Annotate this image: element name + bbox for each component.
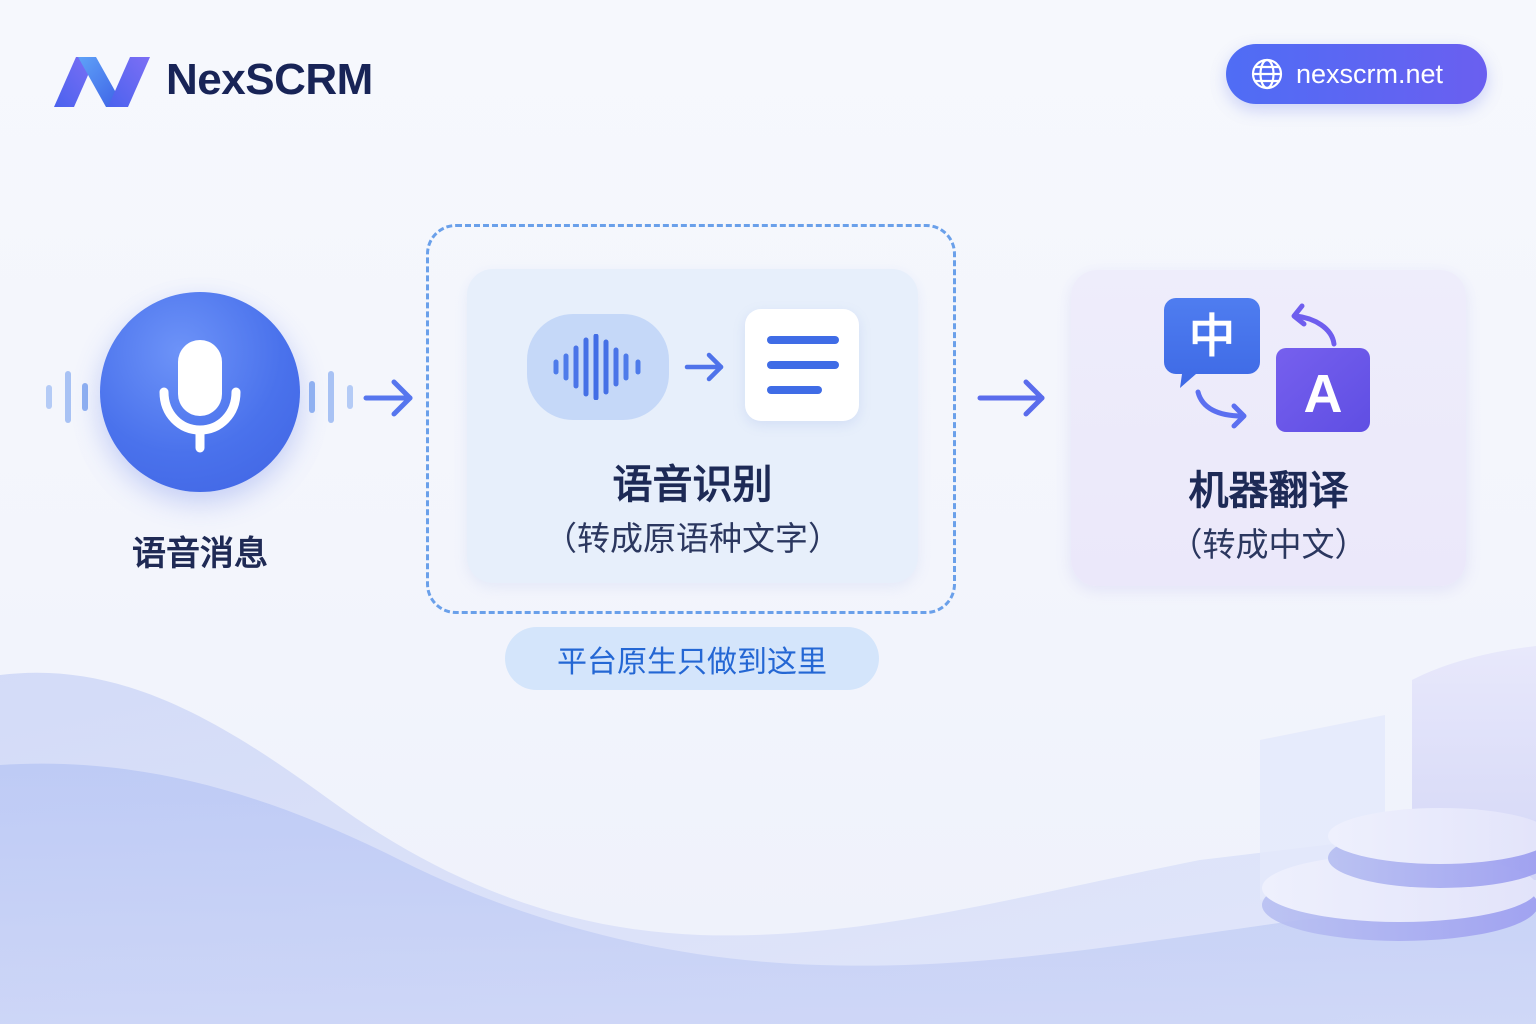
source-language-glyph: 中: [1189, 309, 1235, 363]
machine-translation-card: [1071, 270, 1466, 586]
step-machine-translation-title: 机器翻译: [1188, 468, 1349, 514]
website-link-button[interactable]: nexscrm.net: [1226, 44, 1487, 104]
sound-wave-right-icon: [309, 371, 353, 423]
step-speech-recognition-subtitle: （转成原语种文字）: [544, 519, 841, 558]
document-lines-icon: [767, 336, 839, 394]
sound-wave-left-icon: [46, 371, 88, 423]
step-machine-translation-subtitle: （转成中文）: [1169, 525, 1368, 564]
translate-icon: 中 A: [1164, 298, 1370, 432]
arrow-right-icon: [977, 379, 1045, 417]
step-speech-recognition-title: 语音识别: [612, 462, 773, 508]
microphone-icon: [159, 340, 241, 453]
brand[interactable]: NexSCRM: [52, 50, 373, 110]
brand-name: NexSCRM: [166, 55, 373, 104]
website-domain: nexscrm.net: [1296, 58, 1444, 89]
globe-icon: [1251, 58, 1283, 90]
native-limit-badge: 平台原生只做到这里: [505, 627, 879, 690]
logo-n-icon: [54, 57, 150, 107]
arrow-right-small-icon: [684, 352, 724, 382]
step-voice-message-label: 语音消息: [132, 534, 268, 574]
arrow-right-icon: [363, 379, 413, 417]
native-scope-frame: [426, 224, 956, 614]
sound-wave-icon: [553, 334, 641, 400]
target-language-glyph: A: [1304, 364, 1343, 424]
